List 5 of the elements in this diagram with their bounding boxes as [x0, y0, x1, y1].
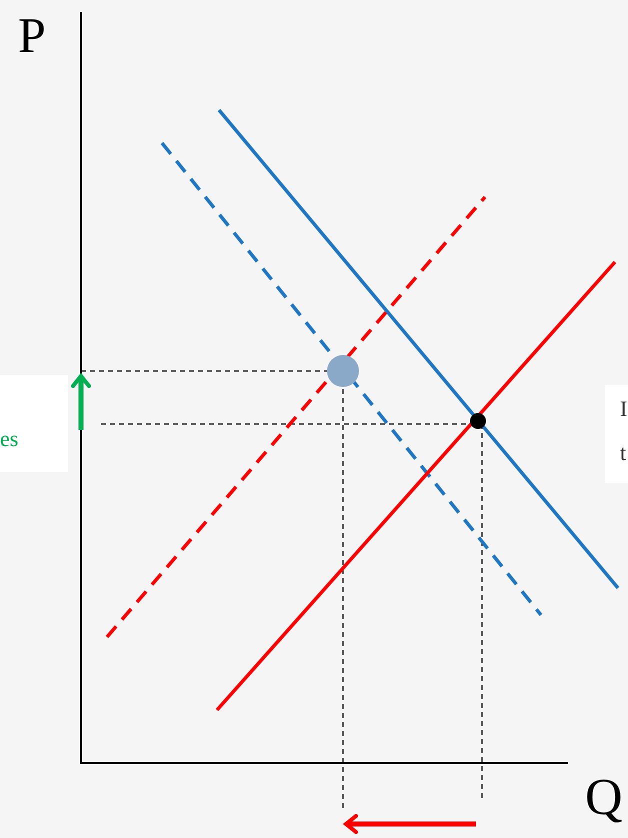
note-text: I — [620, 398, 628, 420]
axis-label: Q — [585, 772, 623, 824]
axis-label: P — [18, 10, 46, 60]
note-text: es — [0, 428, 18, 450]
note-text: t — [620, 442, 626, 464]
